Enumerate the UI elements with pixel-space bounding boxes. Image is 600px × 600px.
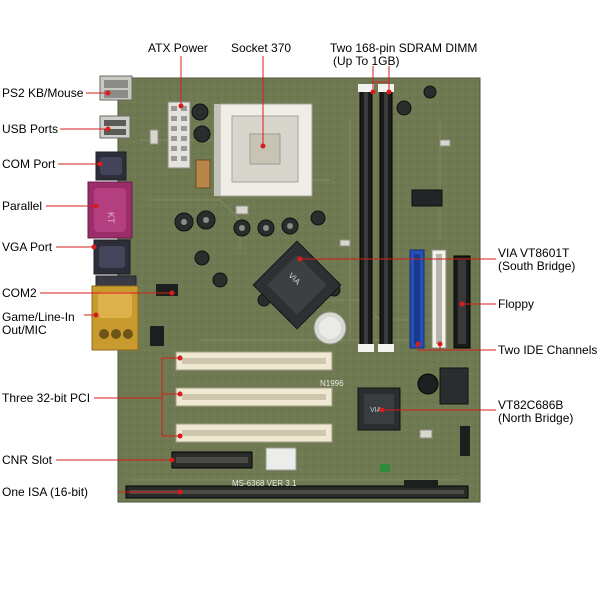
bios-chip <box>411 189 443 207</box>
label-com2: COM2 <box>2 286 37 300</box>
label-pci: Three 32-bit PCI <box>2 391 91 405</box>
label-via-line2: (South Bridge) <box>498 259 576 273</box>
label-vt82-line2: (North Bridge) <box>498 411 574 425</box>
label-isa: One ISA (16-bit) <box>2 485 89 499</box>
ide-connector-1 <box>409 249 425 349</box>
label-vga: VGA Port <box>2 240 53 254</box>
ic-chip-right <box>439 367 469 405</box>
parallel-port: KT <box>87 181 133 239</box>
label-ide: Two IDE Channels <box>498 343 598 357</box>
pci-slot-2 <box>175 387 333 407</box>
usb-connector <box>99 115 131 139</box>
silkscreen-model: MS-6368 VER 3.1 <box>232 479 297 488</box>
atx-power-connector <box>167 101 191 169</box>
leader-dots <box>91 89 465 495</box>
game-audio-ports <box>91 285 139 351</box>
pci-slot-3 <box>175 423 333 443</box>
ps2-connector <box>99 75 133 101</box>
label-ps2: PS2 KB/Mouse <box>2 86 84 100</box>
leader-lines <box>40 56 496 493</box>
label-floppy: Floppy <box>498 297 535 311</box>
svg-text:KT: KT <box>106 212 116 224</box>
label-sdram-line2: (Up To 1GB) <box>333 54 400 68</box>
label-atx-power: ATX Power <box>148 41 208 55</box>
via-vt8601t-chip: VIA <box>252 240 342 330</box>
serial-marking: N1996 <box>320 379 344 388</box>
dimm-slot-1 <box>358 84 374 352</box>
label-vt82-line1: VT82C686B <box>498 398 564 412</box>
pci-slot-1 <box>175 351 333 371</box>
label-parallel: Parallel <box>2 199 43 213</box>
small-components <box>149 129 451 439</box>
vt82c686b-chip: VIA <box>357 387 401 431</box>
cmos-battery <box>313 311 347 345</box>
inductor-coil <box>195 159 211 189</box>
label-com: COM Port <box>2 157 56 171</box>
label-via-line1: VIA VT8601T <box>498 246 570 260</box>
cnr-slot <box>171 451 253 469</box>
socket-370 <box>214 103 313 197</box>
label-sdram-line1: Two 168-pin SDRAM DIMM <box>330 41 478 55</box>
label-cnr: CNR Slot <box>2 453 53 467</box>
dimm-slot-2 <box>378 84 394 352</box>
label-socket-370: Socket 370 <box>231 41 292 55</box>
label-usb: USB Ports <box>2 122 59 136</box>
ide-connector-2 <box>431 249 447 349</box>
svg-text:VIA: VIA <box>370 407 382 414</box>
vga-port <box>93 239 131 275</box>
label-game-line2: Out/MIC <box>2 323 47 337</box>
buzzer <box>417 373 439 395</box>
label-game-line1: Game/Line-In <box>2 310 75 324</box>
ic-chip-bottom <box>265 447 297 471</box>
green-leds <box>380 464 390 472</box>
